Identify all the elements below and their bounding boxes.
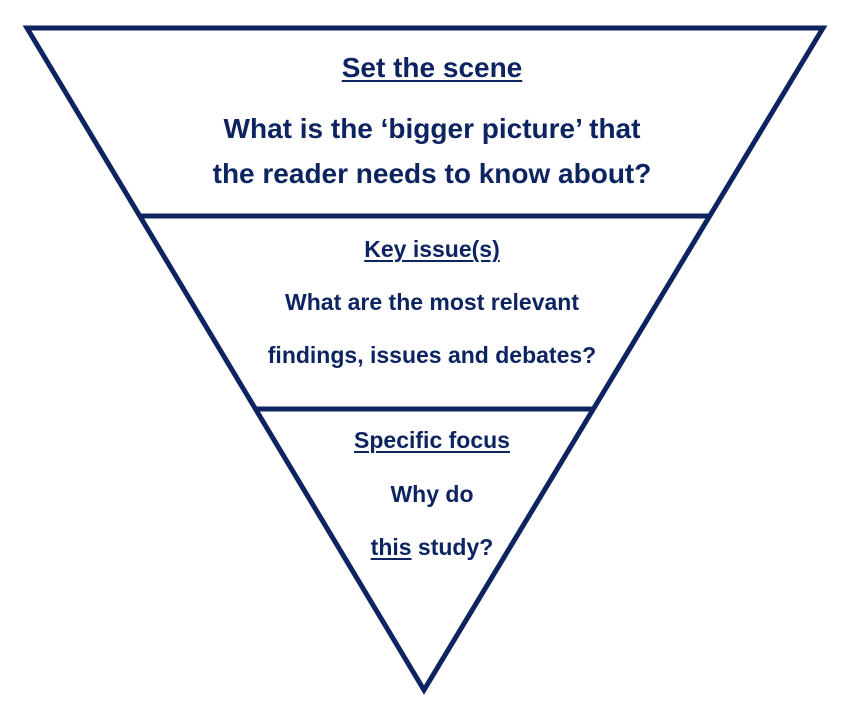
level-2-heading: Key issue(s)	[364, 236, 500, 262]
level-1-line-1: What is the ‘bigger picture’ that	[223, 113, 641, 144]
level-3-heading: Specific focus	[354, 427, 510, 453]
level-1-line-2: the reader needs to know about?	[212, 158, 652, 189]
level-2-line-2: findings, issues and debates?	[267, 342, 597, 368]
level-1-heading: Set the scene	[341, 52, 523, 83]
level-3-emphasis: this	[370, 534, 412, 560]
level-3-rest: study?	[411, 534, 494, 560]
level-2-line-1: What are the most relevant	[285, 289, 579, 315]
level-3-line-2: this study?	[0, 534, 864, 561]
funnel-outline	[22, 25, 828, 695]
level-3-line-1: Why do	[390, 481, 474, 507]
